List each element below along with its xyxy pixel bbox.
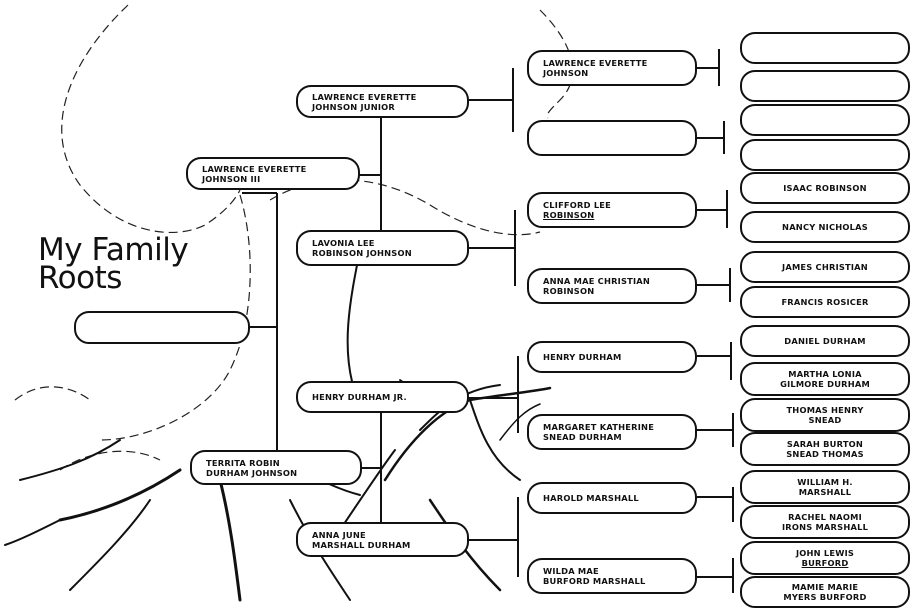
great-grandparent-box [527, 120, 697, 156]
great-grandparent-line-1: WILDA MAE [543, 566, 599, 576]
title-line-2: Roots [38, 260, 122, 296]
great-grandparent-line-2: JOHNSON [543, 68, 589, 78]
great-great-grandparent-line-2: GILMORE DURHAM [780, 379, 870, 389]
great-great-grandparent-line-1: WILLIAM H. [797, 477, 853, 487]
great-great-grandparent-line-1: RACHEL NAOMI [788, 512, 862, 522]
great-great-grandparent-line-1: MAMIE MARIE [791, 582, 859, 592]
paternal-grandmother-line-2: ROBINSON JOHNSON [312, 248, 412, 258]
paternal-grandfather-line-2: JOHNSON JUNIOR [312, 101, 395, 112]
great-great-grandparent-line-2: MARSHALL [798, 487, 852, 497]
paternal-grandmother-line-1: LaVONIA LEE [312, 238, 375, 248]
great-grandparent-box: CLIFFORD LEE ROBINSON [527, 192, 697, 228]
paternal-grandfather-line-1: LAWRENCE EVERETTE [312, 91, 417, 102]
great-grandparent-line-1: HENRY DURHAM [543, 352, 622, 362]
great-grandparent-line-2: ROBINSON [543, 286, 595, 296]
great-great-grandparent-box: WILLIAM H. MARSHALL [740, 470, 910, 504]
great-great-grandparent-box [740, 32, 910, 64]
great-grandparent-box: WILDA MAE BURFORD MARSHALL [527, 558, 697, 594]
great-grandparent-box: ANNA MAE CHRISTIAN ROBINSON [527, 268, 697, 304]
great-grandparent-line-1: MARGARET KATHERINE [543, 422, 655, 432]
paternal-grandfather-box: LAWRENCE EVERETTE JOHNSON JUNIOR [296, 85, 469, 118]
great-great-grandparent-line-2: BURFORD [801, 558, 849, 568]
great-great-grandparent-box [740, 104, 910, 136]
great-great-grandparent-line-1: THOMAS HENRY [786, 405, 864, 415]
mother-name-line-2: DURHAM JOHNSON [206, 467, 298, 478]
great-great-grandparent-box [740, 70, 910, 102]
great-grandparent-line-1: CLIFFORD LEE [543, 200, 612, 210]
title-line-1: My Family [38, 232, 189, 268]
great-great-grandparent-box: THOMAS HENRY SNEAD [740, 398, 910, 432]
great-great-grandparent-line-1: NANCY NICHOLAS [782, 222, 868, 232]
great-great-grandparent-box: JOHN LEWIS BURFORD [740, 541, 910, 575]
great-great-grandparent-box: MARTHA LONIA GILMORE DURHAM [740, 362, 910, 396]
great-grandparent-line-2: SNEAD DURHAM [543, 432, 622, 442]
great-grandparent-line-1: HAROLD MARSHALL [543, 493, 639, 503]
great-grandparent-line-1: ANNA MAE CHRISTIAN [543, 276, 651, 286]
great-great-grandparent-box [740, 139, 910, 171]
father-box: LAWRENCE EVERETTE JOHNSON III [186, 157, 360, 190]
great-great-grandparent-line-2: MYERS BURFORD [783, 592, 867, 602]
great-great-grandparent-box: SARAH BURTON SNEAD THOMAS [740, 432, 910, 466]
great-grandparent-line-2: ROBINSON [543, 210, 595, 220]
maternal-grandmother-line-2: MARSHALL DURHAM [312, 539, 411, 550]
self-box [74, 311, 250, 344]
mother-name-line-1: TERRITA ROBIN [206, 457, 280, 468]
great-great-grandparent-line-1: SARAH BURTON [786, 439, 864, 449]
father-name-line-1: LAWRENCE EVERETTE [202, 163, 307, 174]
great-great-grandparent-box: MAMIE MARIE MYERS BURFORD [740, 576, 910, 608]
great-grandparent-line-2: BURFORD MARSHALL [543, 576, 646, 586]
great-great-grandparent-line-1: JOHN LEWIS [795, 548, 855, 558]
maternal-grandfather-box: HENRY DURHAM JR. [296, 381, 469, 413]
great-grandparent-box: LAWRENCE EVERETTE JOHNSON [527, 50, 697, 86]
great-great-grandparent-box: RACHEL NAOMI IRONS MARSHALL [740, 505, 910, 539]
paternal-grandmother-box: LaVONIA LEE ROBINSON JOHNSON [296, 230, 469, 266]
great-great-grandparent-box: ISAAC ROBINSON [740, 172, 910, 204]
great-grandparent-box: HAROLD MARSHALL [527, 482, 697, 514]
great-great-grandparent-box: FRANCIS ROSICER [740, 286, 910, 318]
great-great-grandparent-line-1: JAMES CHRISTIAN [782, 262, 868, 272]
great-grandparent-line-1: LAWRENCE EVERETTE [543, 58, 648, 68]
maternal-grandmother-line-1: ANNA JUNE [312, 529, 366, 540]
great-great-grandparent-line-1: DANIEL DURHAM [784, 336, 866, 346]
maternal-grandmother-box: ANNA JUNE MARSHALL DURHAM [296, 522, 469, 557]
great-great-grandparent-line-1: ISAAC ROBINSON [783, 183, 867, 193]
diagram-title: My Family Roots [38, 232, 189, 296]
great-great-grandparent-box: NANCY NICHOLAS [740, 211, 910, 243]
great-grandparent-box: HENRY DURHAM [527, 341, 697, 373]
great-great-grandparent-line-2: SNEAD THOMAS [786, 449, 864, 459]
great-great-grandparent-line-2: IRONS MARSHALL [781, 522, 869, 532]
great-great-grandparent-box: DANIEL DURHAM [740, 325, 910, 357]
great-grandparent-box: MARGARET KATHERINE SNEAD DURHAM [527, 414, 697, 450]
mother-box: TERRITA ROBIN DURHAM JOHNSON [190, 450, 362, 485]
great-great-grandparent-line-2: SNEAD [808, 415, 842, 425]
father-name-line-2: JOHNSON III [202, 173, 261, 184]
maternal-grandfather-line-1: HENRY DURHAM JR. [312, 392, 407, 402]
great-great-grandparent-line-1: FRANCIS ROSICER [781, 297, 869, 307]
great-great-grandparent-line-1: MARTHA LONIA [788, 369, 862, 379]
great-great-grandparent-box: JAMES CHRISTIAN [740, 251, 910, 283]
